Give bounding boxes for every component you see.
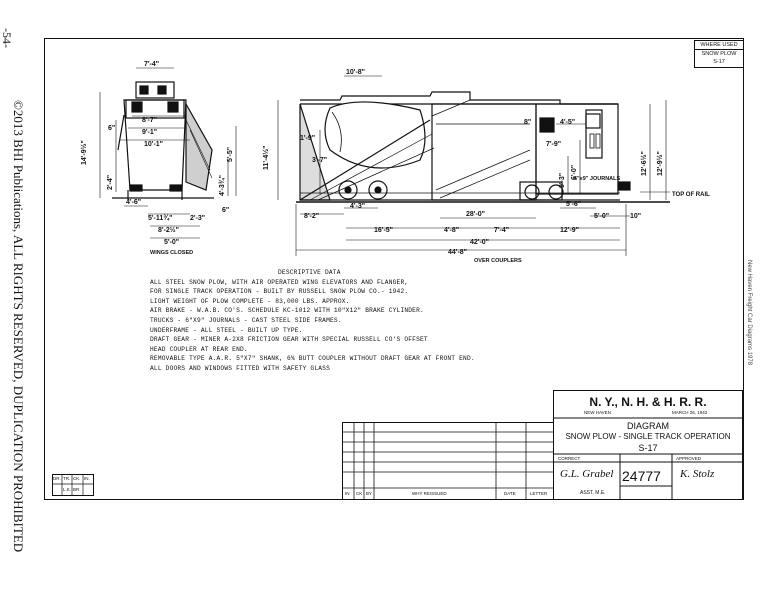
draft-br: BR — [73, 487, 80, 492]
draft-tr: TR. — [63, 476, 71, 481]
descriptive-data-heading: DESCRIPTIVE DATA — [278, 269, 341, 276]
drawing-number: 24777 — [622, 468, 661, 484]
dim-3-7: 3'-7" — [312, 157, 327, 164]
rev-header-letter: LETTER — [530, 491, 548, 496]
draft-ck: CK. — [73, 476, 81, 481]
dim-5-0b: 5'-0" — [594, 213, 609, 220]
side-view — [277, 75, 670, 256]
dim-height-14-9: 14'-9½" — [80, 140, 88, 165]
dim-5-0: 5'-0" — [164, 239, 179, 246]
desc-line: DRAFT GEAR - MINER A-2X8 FRICTION GEAR W… — [150, 336, 428, 344]
railroad-name: N. Y., N. H. & H. R. R. — [589, 395, 707, 409]
dim-4-6: 4'-6" — [126, 199, 141, 206]
dim-height-11-4: 11'-4½" — [262, 146, 270, 170]
dim-4-3a: 4'-3¾" — [218, 175, 226, 196]
over-couplers-label: OVER COUPLERS — [474, 258, 522, 264]
rev-header-date: DATE — [504, 491, 516, 496]
dim-10: 10" — [630, 213, 641, 220]
dim-4-8: 4'-8" — [444, 227, 459, 234]
signature-correct: G.L. Grabel — [560, 468, 614, 480]
dim-8b: 8" — [524, 119, 531, 126]
desc-line: UNDERFRAME - ALL STEEL - BUILT UP TYPE. — [150, 326, 303, 334]
draft-in: IN. — [84, 476, 90, 481]
dim-width-10-1: 10'-1" — [144, 141, 163, 148]
dim-8-2b: 8'-2" — [304, 213, 319, 220]
revision-table-lines — [342, 422, 554, 500]
rev-header-ck: CK — [356, 491, 363, 496]
wings-closed-label: WINGS CLOSED — [150, 250, 193, 256]
dim-1-9: 1'-9" — [300, 135, 315, 142]
diagram-label: DIAGRAM — [626, 421, 669, 431]
journals-label: 6"x9" JOURNALS — [574, 176, 621, 182]
engineer-label: ASST. M.E. — [580, 490, 606, 496]
rev-header-in: IN — [345, 491, 350, 496]
desc-line: TRUCKS - 6"X9" JOURNALS - CAST STEEL SID… — [150, 316, 342, 324]
desc-line: AIR BRAKE - W.A.B. CO'S. SCHEDULE KC-101… — [150, 307, 424, 315]
dim-8-2: 8'-2½" — [158, 226, 179, 234]
desc-line: FOR SINGLE TRACK OPERATION - BUILT BY RU… — [150, 288, 409, 296]
dim-12-9: 12'-9" — [560, 227, 579, 234]
where-used-value1: SNOW PLOW — [701, 51, 737, 57]
desc-line: ALL STEEL SNOW PLOW, WITH AIR OPERATED W… — [150, 278, 409, 286]
dim-6b: 6" — [222, 207, 229, 214]
dim-28-0: 28'-0" — [466, 211, 485, 218]
dim-5-6: 5'-6" — [566, 201, 581, 208]
top-of-rail-label: TOP OF RAIL — [672, 192, 710, 198]
location: NEW HAVEN — [584, 410, 611, 415]
dim-2-4: 2'-4" — [107, 175, 114, 190]
dim-4-5: 4'-5" — [560, 119, 575, 126]
where-used-box: WHERE USED SNOW PLOW S-17 — [694, 40, 744, 68]
dim-9-3: 9'-3" — [559, 173, 566, 188]
dim-16-5: 16'-5" — [374, 227, 393, 234]
diagram-subject: SNOW PLOW - SINGLE TRACK OPERATION — [565, 432, 731, 441]
where-used-label: WHERE USED — [695, 41, 743, 50]
dim-top-width: 7'-4" — [144, 61, 159, 68]
dim-44-8: 44'-8" — [448, 249, 467, 256]
dim-7-4: 7'-4" — [494, 227, 509, 234]
dim-2-3: 2'-3" — [190, 215, 205, 222]
date: MARCH 26, 1942 — [672, 410, 708, 415]
end-view-cupola — [135, 81, 175, 99]
desc-line: LIGHT WEIGHT OF PLOW COMPLETE - 83,000 L… — [150, 297, 350, 305]
revision-table — [342, 422, 554, 500]
drafting-table — [52, 474, 94, 496]
diagram-class: S-17 — [638, 443, 658, 453]
title-block — [553, 390, 743, 500]
dim-roof-width: 10'-8" — [346, 69, 365, 76]
dim-6-0: 6'-0" — [571, 165, 578, 180]
title-block-lines — [553, 417, 743, 500]
dim-42-0: 42'-0" — [470, 239, 489, 246]
dim-7-9: 7'-9" — [546, 141, 561, 148]
draft-dr: DR. — [53, 476, 61, 481]
dim-6: 6" — [108, 125, 115, 132]
descriptive-data: DESCRIPTIVE DATA ALL STEEL SNOW PLOW, WI… — [150, 268, 550, 374]
desc-line: REMOVABLE TYPE A.A.R. 5"X7" SHANK, 6⅝ BU… — [150, 355, 475, 363]
signature-approved: K. Stolz — [680, 468, 715, 480]
dim-5-11: 5'-11¾" — [148, 214, 172, 222]
dim-12-9b: 12'-9½" — [656, 151, 664, 176]
dim-4-3b: 4'-3" — [350, 203, 365, 210]
where-used-value2: S-17 — [713, 59, 725, 65]
rev-header-why: WHY REISSUED — [412, 491, 447, 496]
end-view — [99, 67, 237, 239]
rev-header-by: BY — [366, 491, 373, 496]
draft-lk: L.K. — [63, 487, 72, 492]
correct-label: CORRECT — [558, 456, 581, 461]
dim-12-6: 12'-6½" — [640, 151, 648, 176]
dim-width-9-1: 9'-1" — [142, 129, 157, 136]
dim-5-5: 5'-5" — [227, 147, 234, 162]
approved-label: APPROVED — [676, 456, 702, 461]
dim-width-8-7: 8'-7" — [142, 117, 157, 124]
desc-line: ALL DOORS AND WINDOWS FITTED WITH SAFETY… — [150, 364, 331, 372]
desc-line: HEAD COUPLER AT REAR END. — [150, 345, 248, 353]
